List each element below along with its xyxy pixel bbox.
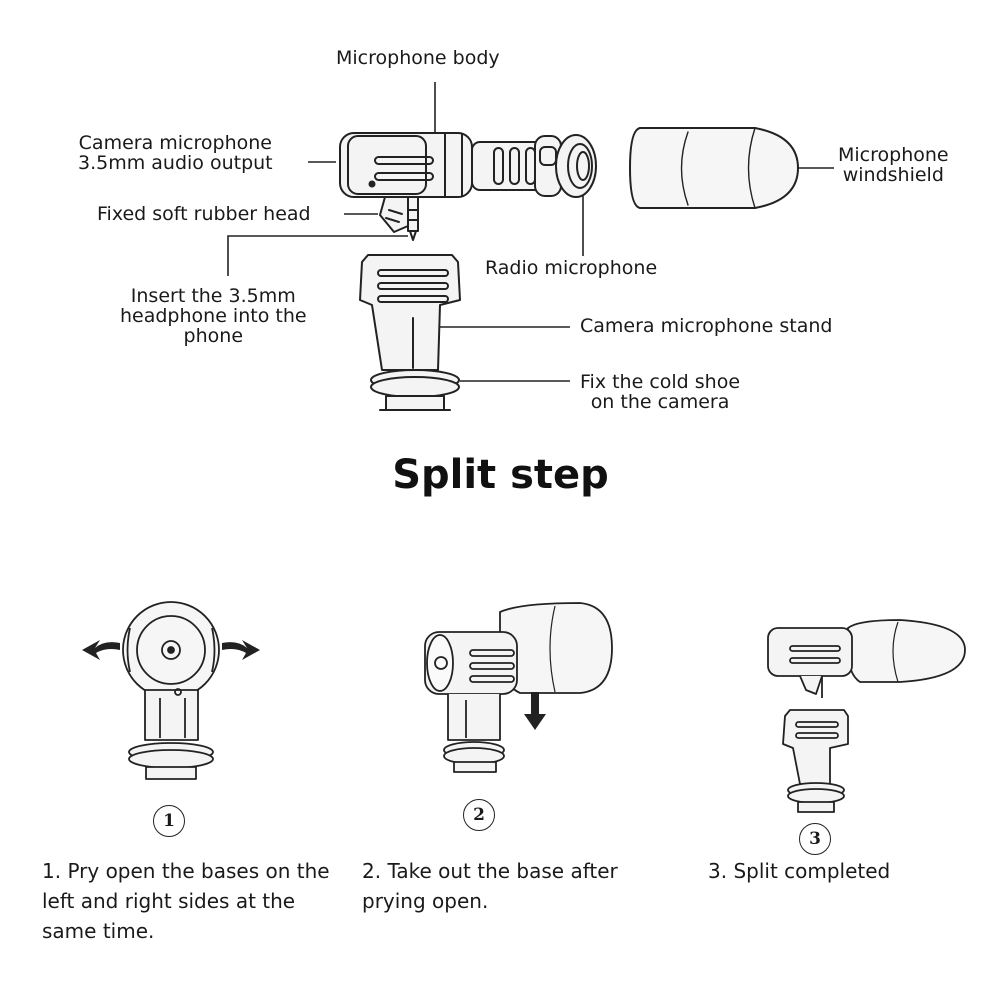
windshield-illustration (629, 127, 799, 209)
microphone-body-illustration (339, 132, 597, 198)
step2-number: 2 (463, 799, 495, 831)
rubber-head-illustration (379, 196, 419, 241)
label-rubber-head: Fixed soft rubber head (97, 203, 311, 225)
step1-illustration (122, 601, 220, 780)
label-radio-microphone: Radio microphone (485, 257, 658, 279)
step2-down-arrow (524, 692, 546, 730)
label-microphone-body: Microphone body (336, 47, 500, 69)
step2-illustration (424, 602, 613, 773)
step3-number: 3 (799, 823, 831, 855)
label-insert-headphone: Insert the 3.5mm headphone into the phon… (120, 285, 307, 347)
step3-text: 3. Split completed (708, 859, 891, 883)
step1-number: 1 (153, 805, 185, 837)
step3-illustration (767, 619, 966, 813)
stand-illustration (359, 254, 461, 411)
label-windshield: Microphone windshield (838, 144, 949, 186)
label-microphone-stand: Camera microphone stand (580, 315, 833, 337)
step1-text: 1. Pry open the bases on the left and ri… (42, 859, 330, 943)
step2-text: 2. Take out the base after prying open. (362, 859, 618, 913)
step1-arrows (82, 640, 260, 660)
label-audio-output: Camera microphone 3.5mm audio output (78, 132, 273, 174)
section-heading: Split step (392, 452, 609, 498)
label-cold-shoe: Fix the cold shoe on the camera (580, 371, 741, 413)
